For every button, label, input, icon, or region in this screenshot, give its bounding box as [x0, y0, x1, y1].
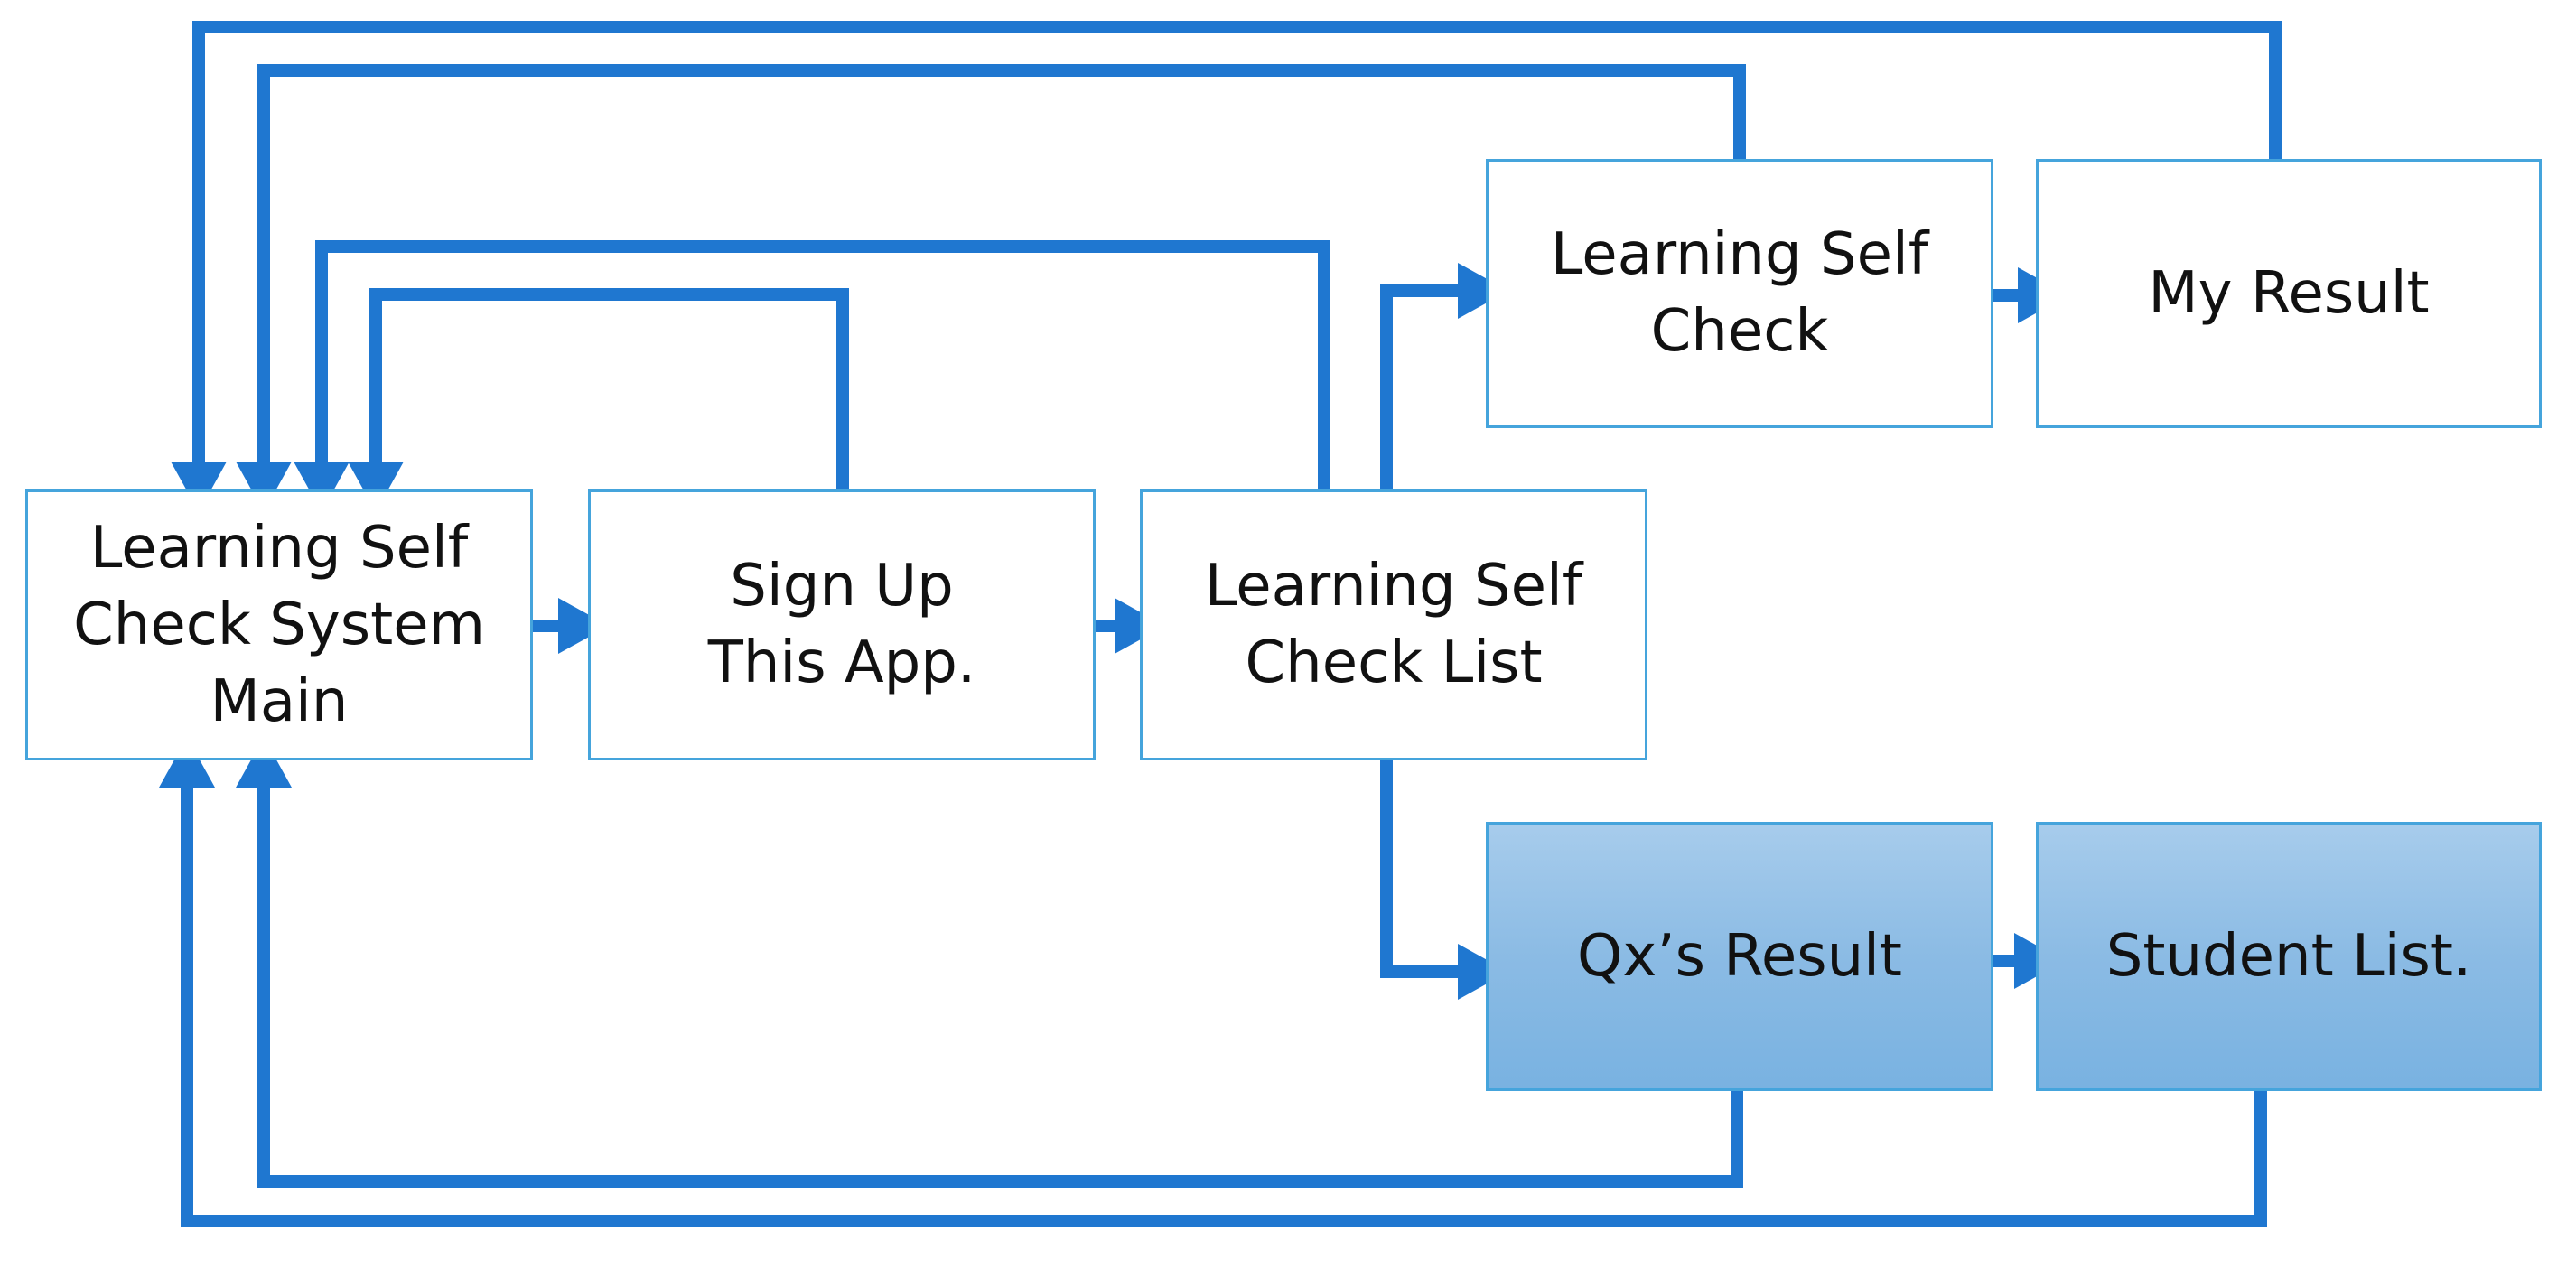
node-label: Student List. — [2105, 922, 2472, 990]
edge-result-to-main — [171, 21, 2282, 512]
edge-qx-to-main — [236, 737, 1743, 1188]
node-student-list: Student List. — [2036, 822, 2542, 1091]
node-learning-self-check-system-main: Learning Self Check System Main — [25, 489, 533, 760]
node-label: Qx’s Result — [1576, 922, 1903, 990]
node-learning-self-check-list: Learning Self Check List — [1140, 489, 1647, 760]
node-my-result: My Result — [2036, 159, 2542, 428]
edge-student-to-main — [159, 737, 2267, 1227]
edge-list-to-main — [294, 240, 1330, 517]
node-label: Learning Self Check — [1550, 221, 1929, 365]
node-label: My Result — [2148, 259, 2430, 327]
node-qx-result: Qx’s Result — [1486, 822, 1993, 1091]
edge-list-to-check — [1380, 263, 1508, 517]
node-label: Sign Up This App. — [707, 553, 976, 696]
node-sign-up-this-app: Sign Up This App. — [588, 489, 1096, 760]
node-label: Learning Self Check List — [1204, 553, 1583, 696]
edge-signup-to-main — [348, 288, 849, 517]
node-learning-self-check: Learning Self Check — [1486, 159, 1993, 428]
edge-check-to-main — [236, 64, 1746, 512]
edge-list-to-qx — [1380, 745, 1508, 1000]
node-label: Learning Self Check System Main — [73, 514, 485, 735]
